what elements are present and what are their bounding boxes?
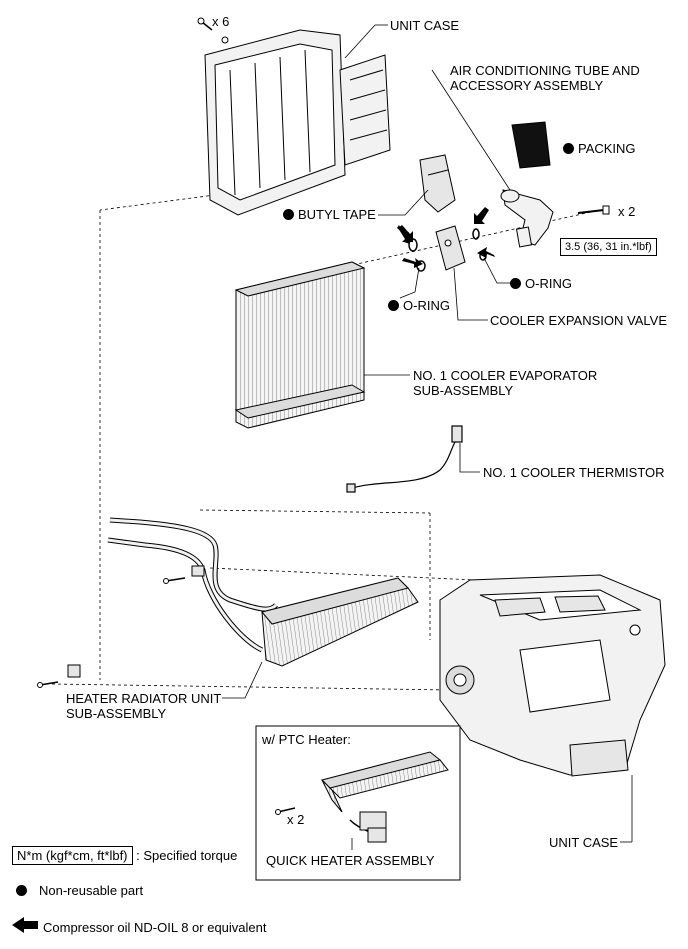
compressor-oil-arrow-icon	[397, 207, 495, 268]
label-o-ring-right: O-RING	[510, 276, 572, 291]
legend-torque-desc: : Specified torque	[136, 848, 238, 863]
packing-part	[511, 121, 551, 169]
thermistor-leader	[459, 443, 480, 473]
label-ac-tube: AIR CONDITIONING TUBE AND ACCESSORY ASSE…	[450, 63, 640, 93]
non-reusable-dot-icon	[388, 300, 399, 311]
label-packing: PACKING	[563, 141, 636, 156]
label-thermistor: NO. 1 COOLER THERMISTOR	[483, 465, 665, 480]
screw-icon	[197, 17, 213, 31]
bolt-qty-ac-tube: x 2	[618, 204, 636, 219]
label-o-ring-left: O-RING	[388, 298, 450, 313]
label-unit-case-bottom: UNIT CASE	[549, 835, 619, 850]
screw-icon	[37, 577, 186, 688]
expansion-valve-part	[435, 225, 466, 271]
o-ring-leader-right	[483, 257, 512, 284]
thermistor-part	[346, 425, 463, 493]
ac-tube-part	[500, 189, 554, 248]
heater-radiator-part	[67, 517, 419, 678]
ptc-heater-box	[255, 725, 461, 881]
screw-qty-unit-case: x 6	[212, 14, 230, 29]
legend-compressor-oil: Compressor oil ND-OIL 8 or equivalent	[43, 920, 267, 935]
screw-qty-quick-heater: x 2	[287, 812, 305, 827]
legend-non-reusable: Non-reusable part	[16, 883, 143, 898]
heater-radiator-leader	[222, 661, 263, 699]
label-cooler-expansion-valve: COOLER EXPANSION VALVE	[490, 313, 667, 328]
label-butyl-tape: BUTYL TAPE	[283, 207, 376, 222]
unit-case-top-leader	[344, 24, 376, 59]
unit-case-top-part	[204, 29, 391, 216]
compressor-oil-arrow-icon	[12, 917, 38, 933]
alignment-lines	[51, 194, 601, 813]
unit-case-bottom-part	[439, 574, 666, 777]
label-quick-heater: QUICK HEATER ASSEMBLY	[266, 853, 435, 868]
legend-torque-unit: N*m (kgf*cm, ft*lbf)	[12, 846, 133, 865]
label-heater-radiator: HEATER RADIATOR UNIT SUB-ASSEMBLY	[66, 691, 222, 721]
butyl-tape-text: BUTYL TAPE	[298, 207, 376, 222]
label-evaporator: NO. 1 COOLER EVAPORATOR SUB-ASSEMBLY	[413, 368, 598, 398]
evaporator-part	[234, 261, 366, 429]
quick-heater-part	[321, 751, 449, 843]
torque-spec-box: 3.5 (36, 31 in.*lbf)	[560, 238, 657, 256]
o-ring-leader	[399, 267, 420, 299]
non-reusable-dot-icon	[16, 885, 27, 896]
non-reusable-dot-icon	[563, 143, 574, 154]
non-reusable-dot-icon	[283, 209, 294, 220]
o-ring-left-text: O-RING	[403, 298, 450, 313]
legend-non-reusable-text: Non-reusable part	[39, 883, 144, 898]
label-unit-case-top: UNIT CASE	[390, 18, 460, 33]
screw-icon	[275, 807, 296, 815]
butyl-tape-part	[419, 154, 456, 213]
ac-tube-leader	[431, 69, 511, 191]
packing-text: PACKING	[578, 141, 636, 156]
label-ptc-heater: w/ PTC Heater:	[262, 732, 351, 747]
legend-torque: N*m (kgf*cm, ft*lbf) : Specified torque	[12, 846, 237, 865]
expansion-valve-leader	[453, 267, 488, 321]
butyl-tape-leader	[378, 189, 429, 216]
o-ring-right-text: O-RING	[525, 276, 572, 291]
bolt-icon	[577, 205, 610, 215]
non-reusable-dot-icon	[510, 278, 521, 289]
